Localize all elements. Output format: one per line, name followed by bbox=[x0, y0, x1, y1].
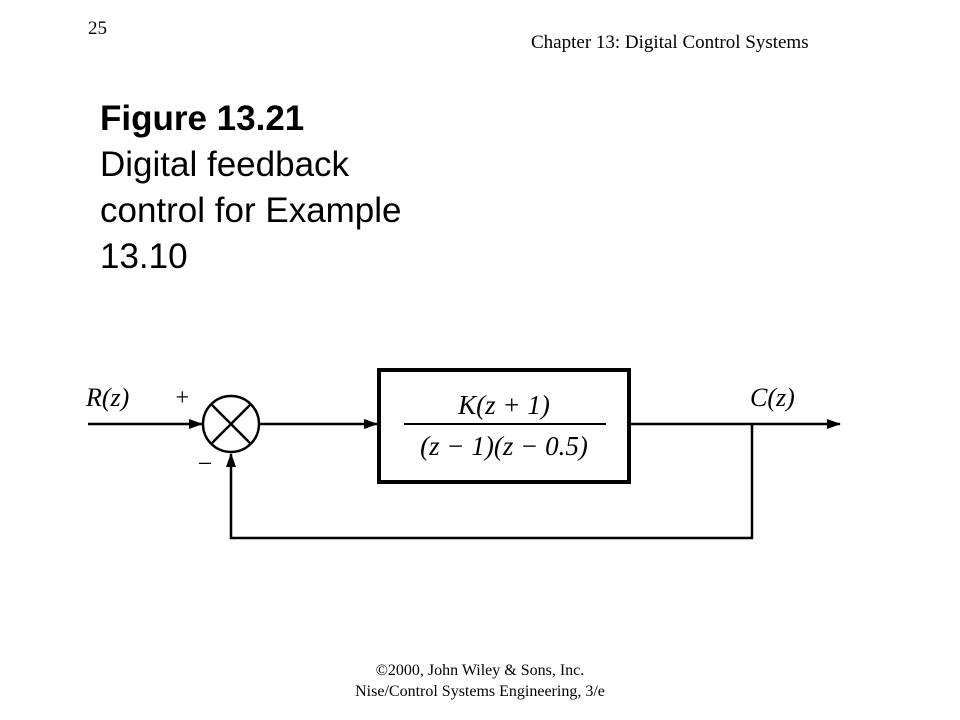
minus-sign: − bbox=[196, 449, 214, 478]
output-label: C(z) bbox=[750, 383, 795, 412]
figure-title-block: Figure 13.21 Digital feedback control fo… bbox=[100, 96, 440, 280]
transfer-denominator: (z − 1)(z − 0.5) bbox=[420, 431, 588, 461]
page-number: 25 bbox=[88, 18, 107, 39]
copyright-footer: ©2000, John Wiley & Sons, Inc. Nise/Cont… bbox=[0, 660, 960, 702]
figure-caption: Digital feedback control for Example 13.… bbox=[100, 145, 402, 276]
book-line: Nise/Control Systems Engineering, 3/e bbox=[355, 683, 605, 700]
summing-junction bbox=[201, 394, 261, 454]
transfer-function-block bbox=[377, 368, 631, 484]
figure-label: Figure 13.21 bbox=[100, 99, 305, 138]
chapter-title: Chapter 13: Digital Control Systems bbox=[531, 32, 809, 53]
copyright-line: ©2000, John Wiley & Sons, Inc. bbox=[375, 662, 585, 679]
transfer-numerator: K(z + 1) bbox=[457, 390, 550, 420]
plus-sign: + bbox=[174, 385, 190, 411]
feedback-path bbox=[226, 424, 754, 540]
input-label: R(z) bbox=[85, 383, 129, 412]
